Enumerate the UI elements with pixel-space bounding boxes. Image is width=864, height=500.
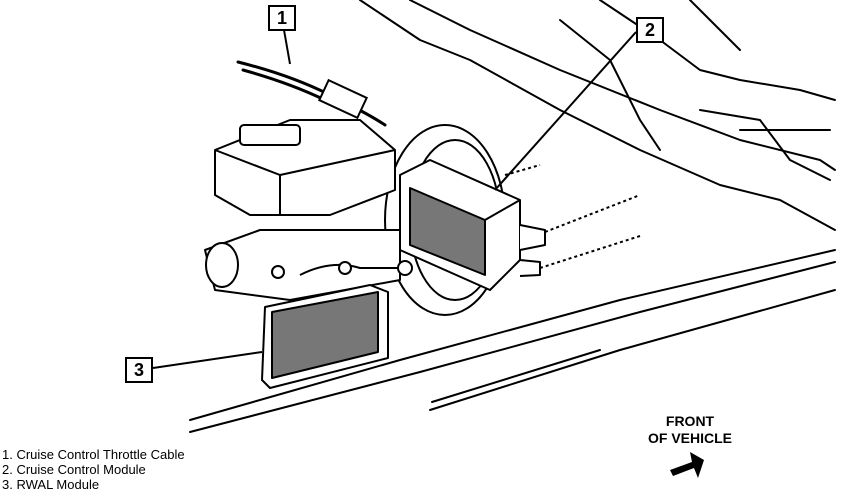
callout-2: 2 — [636, 17, 664, 43]
cruise-control-module — [399, 159, 641, 291]
callout-3-leader — [152, 351, 263, 369]
front-label-line2: OF VEHICLE — [647, 430, 732, 446]
legend-item-1: 1. Cruise Control Throttle Cable — [2, 447, 185, 462]
front-of-vehicle-label: FRONT OF VEHICLE — [630, 413, 750, 447]
master-cylinder — [204, 119, 401, 301]
legend-item-3: 3. RWAL Module — [2, 477, 100, 492]
legend-item-2: 2. Cruise Control Module — [2, 462, 146, 477]
throttle-cable — [236, 60, 387, 127]
arrow-down-left-icon — [670, 452, 704, 478]
brake-lines — [299, 263, 400, 276]
callout-1-leader — [283, 29, 291, 65]
rwal-module — [261, 284, 389, 389]
callout-2-leader — [494, 31, 637, 191]
body-panel-lines — [359, 0, 836, 231]
parts-legend: 1. Cruise Control Throttle Cable 2. Crui… — [2, 447, 185, 492]
front-label-line1: FRONT — [665, 413, 715, 429]
callout-3: 3 — [125, 357, 153, 383]
callout-1: 1 — [268, 5, 296, 31]
